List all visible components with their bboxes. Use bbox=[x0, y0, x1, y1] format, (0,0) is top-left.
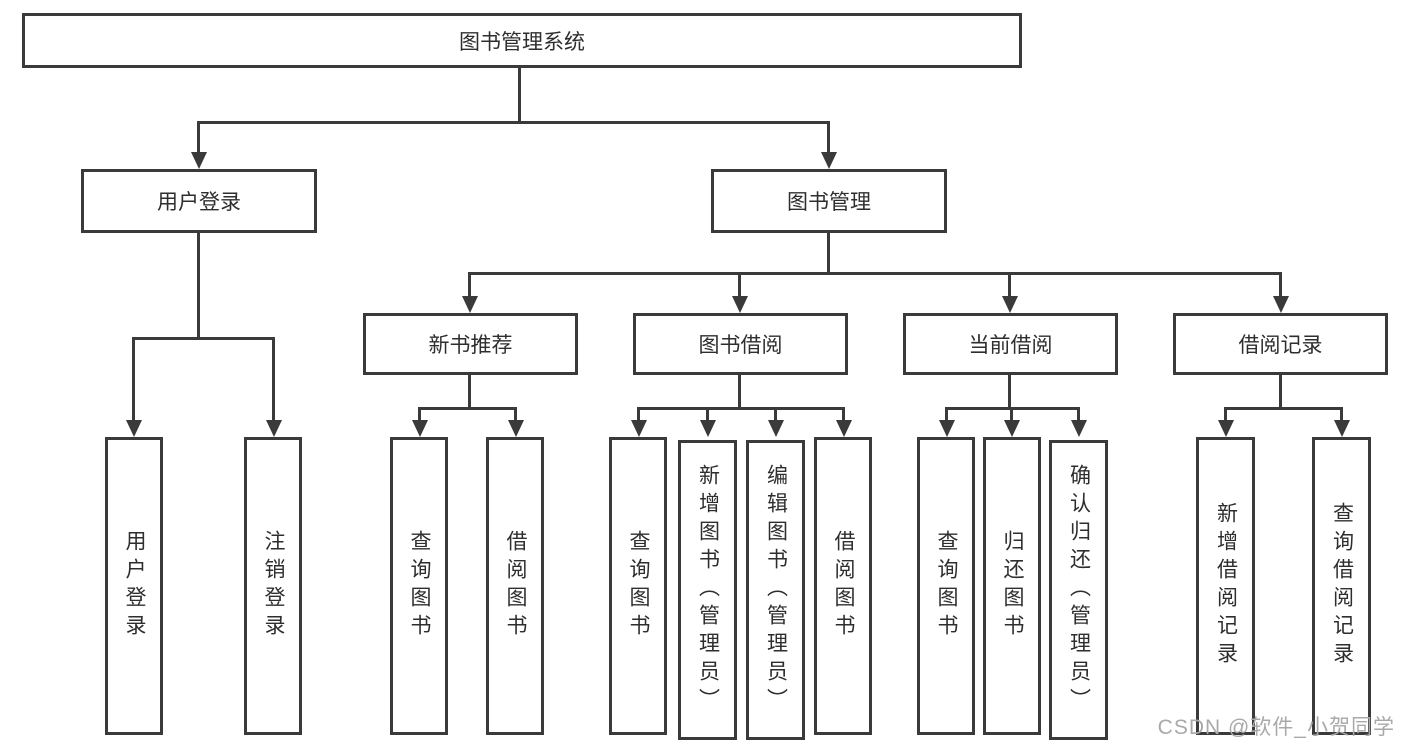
node-add-borrow-record: 新增借阅记录 bbox=[1196, 437, 1255, 735]
node-edit-books-admin: 编辑图书（管理员） bbox=[746, 440, 805, 740]
node-label: 借阅图书 bbox=[832, 530, 855, 642]
connector bbox=[468, 375, 471, 410]
connector bbox=[1008, 272, 1011, 298]
connector bbox=[1340, 407, 1343, 421]
connector bbox=[774, 407, 777, 421]
arrowhead-icon bbox=[939, 420, 955, 437]
connector bbox=[945, 407, 948, 421]
node-confirm-return-admin: 确认归还（管理员） bbox=[1049, 440, 1108, 740]
csdn-watermark: CSDN @软件_小贺同学 bbox=[1157, 716, 1395, 739]
node-library-management-system: 图书管理系统 bbox=[22, 13, 1022, 68]
node-borrow-books-recommend: 借阅图书 bbox=[486, 437, 544, 735]
arrowhead-icon bbox=[1071, 420, 1087, 437]
connector bbox=[197, 121, 830, 124]
arrowhead-icon bbox=[1002, 296, 1018, 313]
connector bbox=[1077, 407, 1080, 421]
node-label: 图书管理系统 bbox=[459, 30, 585, 54]
node-borrowing-records: 借阅记录 bbox=[1173, 313, 1388, 375]
node-label: 用户登录 bbox=[157, 191, 241, 214]
arrowhead-icon bbox=[732, 296, 748, 313]
node-label: 图书借阅 bbox=[698, 334, 783, 357]
node-user-login: 用户登录 bbox=[81, 169, 317, 233]
node-label: 查询图书 bbox=[627, 530, 650, 642]
connector bbox=[272, 337, 275, 421]
node-current-borrowing: 当前借阅 bbox=[903, 313, 1118, 375]
node-logout: 注销登录 bbox=[244, 437, 302, 735]
connector bbox=[514, 407, 517, 421]
node-query-books-borrowing: 查询图书 bbox=[609, 437, 667, 735]
node-label: 查询图书 bbox=[935, 530, 958, 642]
node-label: 借阅图书 bbox=[504, 530, 527, 642]
node-label: 新书推荐 bbox=[428, 334, 513, 357]
connector bbox=[197, 233, 200, 340]
node-label: 新增借阅记录 bbox=[1214, 502, 1238, 670]
node-new-book-recommend: 新书推荐 bbox=[363, 313, 578, 375]
arrowhead-icon bbox=[1273, 296, 1289, 313]
node-label: 用户登录 bbox=[123, 530, 146, 642]
node-user-login-leaf: 用户登录 bbox=[105, 437, 163, 735]
node-query-books-current: 查询图书 bbox=[917, 437, 975, 735]
arrowhead-icon bbox=[836, 420, 852, 437]
connector bbox=[468, 272, 1282, 275]
connector bbox=[518, 68, 521, 124]
arrowhead-icon bbox=[191, 152, 207, 169]
connector bbox=[132, 337, 135, 421]
connector bbox=[1279, 272, 1282, 298]
arrowhead-icon bbox=[631, 420, 647, 437]
connector bbox=[468, 272, 471, 298]
node-return-books: 归还图书 bbox=[983, 437, 1041, 735]
arrowhead-icon bbox=[1004, 420, 1020, 437]
connector bbox=[418, 407, 517, 410]
node-borrow-books-leaf: 借阅图书 bbox=[814, 437, 872, 735]
connector bbox=[738, 272, 741, 298]
arrowhead-icon bbox=[1334, 420, 1350, 437]
connector bbox=[827, 233, 830, 275]
node-query-borrow-record: 查询借阅记录 bbox=[1312, 437, 1371, 735]
node-query-books-recommend: 查询图书 bbox=[390, 437, 448, 735]
arrowhead-icon bbox=[821, 152, 837, 169]
node-label: 图书管理 bbox=[787, 191, 871, 214]
node-book-management: 图书管理 bbox=[711, 169, 947, 233]
connector bbox=[418, 407, 421, 421]
node-label: 借阅记录 bbox=[1238, 334, 1323, 357]
connector bbox=[1224, 407, 1343, 410]
node-add-books-admin: 新增图书（管理员） bbox=[678, 440, 737, 740]
connector bbox=[1224, 407, 1227, 421]
connector bbox=[1008, 375, 1011, 410]
arrowhead-icon bbox=[768, 420, 784, 437]
connector bbox=[637, 407, 640, 421]
node-label: 查询图书 bbox=[408, 530, 431, 642]
node-label: 注销登录 bbox=[262, 530, 285, 642]
node-label: 当前借阅 bbox=[968, 334, 1053, 357]
arrowhead-icon bbox=[508, 420, 524, 437]
arrowhead-icon bbox=[266, 420, 282, 437]
connector bbox=[842, 407, 845, 421]
arrowhead-icon bbox=[700, 420, 716, 437]
connector bbox=[197, 121, 200, 154]
connector bbox=[706, 407, 709, 421]
node-label: 查询借阅记录 bbox=[1330, 502, 1354, 670]
arrowhead-icon bbox=[412, 420, 428, 437]
connector bbox=[637, 407, 845, 410]
connector bbox=[827, 121, 830, 154]
connector bbox=[1010, 407, 1013, 421]
connector bbox=[1279, 375, 1282, 410]
connector bbox=[738, 375, 741, 410]
connector bbox=[132, 337, 275, 340]
arrowhead-icon bbox=[1218, 420, 1234, 437]
node-label: 编辑图书（管理员） bbox=[764, 464, 788, 716]
node-label: 归还图书 bbox=[1001, 530, 1024, 642]
arrowhead-icon bbox=[462, 296, 478, 313]
node-label: 新增图书（管理员） bbox=[696, 464, 720, 716]
arrowhead-icon bbox=[126, 420, 142, 437]
node-book-borrowing: 图书借阅 bbox=[633, 313, 848, 375]
node-label: 确认归还（管理员） bbox=[1067, 464, 1091, 716]
